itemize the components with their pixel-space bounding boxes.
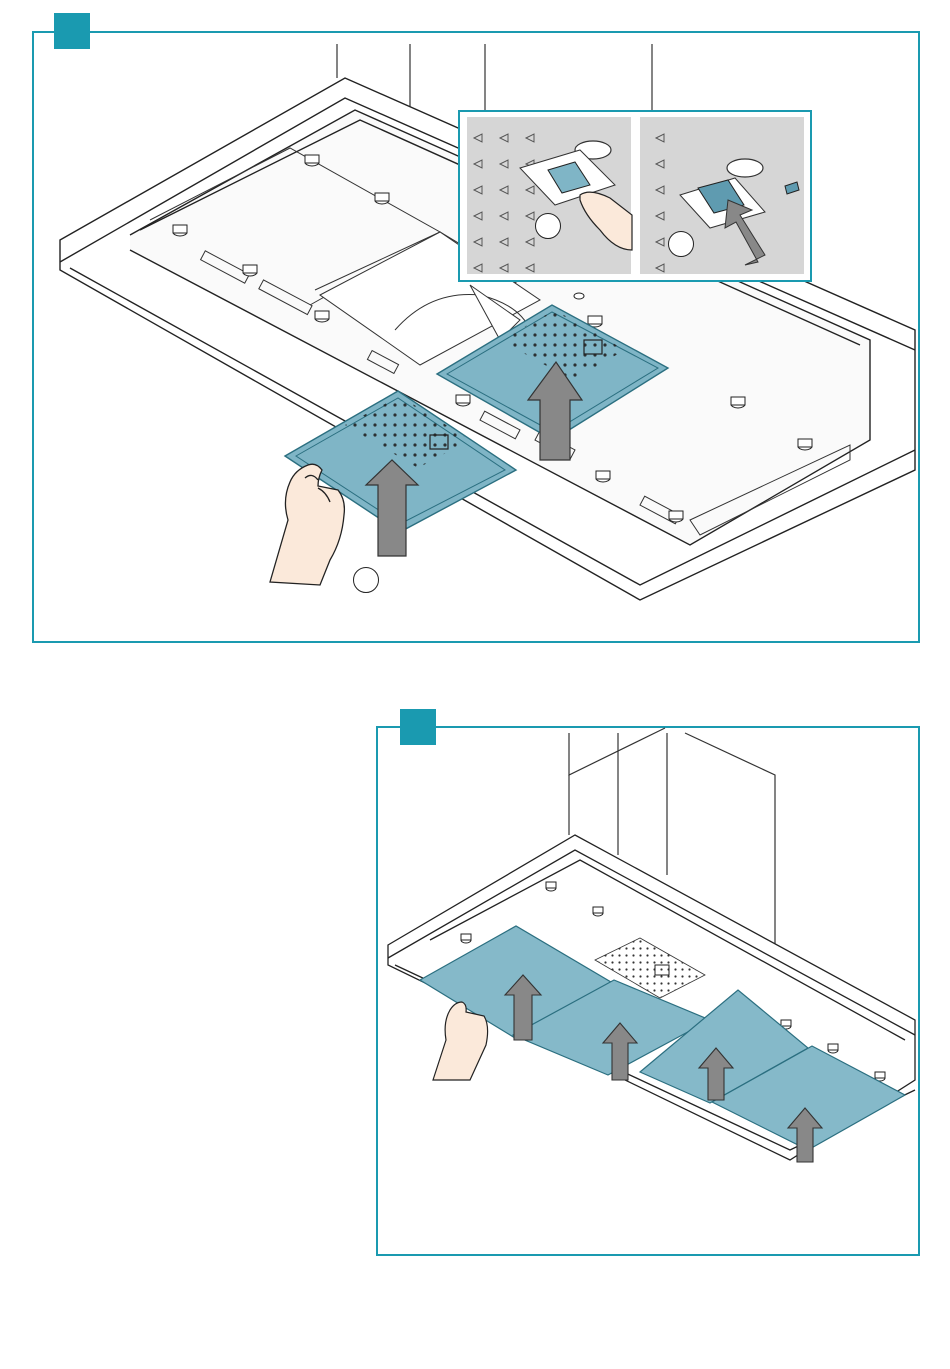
figure-2-illustration: [0, 0, 950, 1369]
